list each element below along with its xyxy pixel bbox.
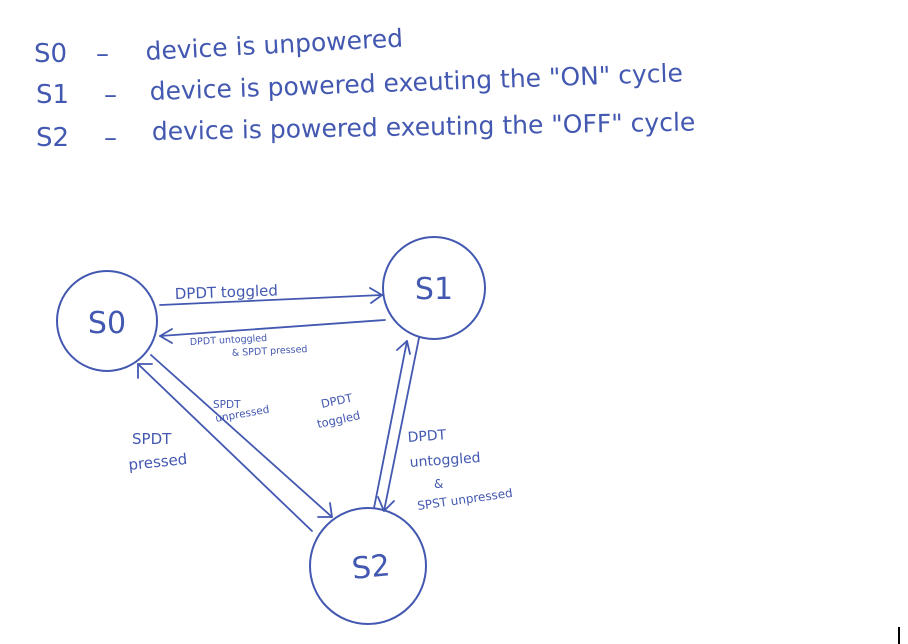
state-s1: S1	[382, 236, 486, 340]
legend-dash-s2: –	[104, 123, 117, 153]
legend: S0 – device is unpowered S1 – device is …	[34, 24, 696, 153]
legend-text-s2: device is powered exeuting the "OFF" cyc…	[152, 108, 696, 146]
label-s1-to-s2-line2: untoggled	[409, 450, 481, 471]
state-s1-circle	[382, 236, 486, 340]
label-s2-to-s0-line2: pressed	[128, 450, 189, 474]
arrow-s1-to-s0	[159, 319, 386, 344]
legend-dash-s0: –	[96, 39, 109, 69]
state-s2-circle	[309, 507, 427, 625]
label-s1-to-s2-line4: SPST unpressed	[416, 486, 513, 513]
arrow-s2-to-s0	[137, 363, 313, 532]
state-s2-label: S2	[350, 548, 392, 587]
legend-state-s1: S1	[36, 80, 69, 110]
arrow-s0-to-s1	[159, 287, 383, 306]
state-s0-label: S0	[88, 306, 126, 341]
label-s1-to-s0-line1: DPDT untoggled	[190, 333, 268, 348]
label-s2-to-s0-line1: SPDT	[132, 430, 172, 448]
label-s2-to-s1-line2: toggled	[316, 408, 362, 431]
arrow-s1-to-s2	[377, 337, 420, 512]
state-s0-circle	[56, 270, 158, 372]
legend-text-s0: device is unpowered	[145, 24, 404, 66]
label-s0-to-s2-line1: SPDT	[213, 399, 241, 411]
label-s2-to-s1-line1: DPDT	[320, 390, 355, 410]
label-s1-to-s2-line3: &	[434, 477, 443, 491]
state-s2: S2	[309, 507, 427, 625]
state-s0: S0	[56, 270, 158, 372]
text-cursor-mark	[898, 627, 900, 644]
arrow-s2-to-s1	[373, 340, 411, 509]
label-s0-to-s1: DPDT toggled	[175, 281, 279, 303]
legend-state-s2: S2	[36, 123, 69, 153]
legend-text-s1: device is powered exeuting the "ON" cycl…	[149, 58, 683, 106]
arrow-s0-to-s2	[150, 354, 333, 518]
legend-state-s0: S0	[34, 39, 67, 69]
transition-labels: DPDT toggled DPDT untoggled & SPDT press…	[128, 281, 514, 513]
label-s1-to-s2-line1: DPDT	[407, 427, 447, 446]
label-s1-to-s0-line2: & SPDT pressed	[232, 344, 308, 359]
arrows	[137, 287, 420, 532]
legend-dash-s1: –	[104, 80, 117, 110]
state-s1-label: S1	[415, 272, 453, 307]
